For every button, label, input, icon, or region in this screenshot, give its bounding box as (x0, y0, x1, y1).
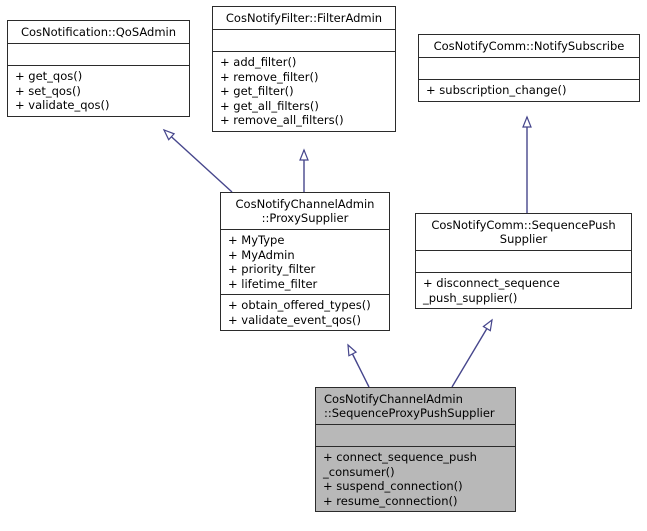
edge-sequenceproxypushsupplier-to-proxysupplier (347, 343, 370, 388)
attribute-item: + lifetime_filter (228, 276, 318, 291)
operation-item: + resume_connection() (323, 493, 458, 508)
operation-item: + get_all_filters() (220, 98, 319, 113)
class-operations-notify-subscribe: + subscription_change() (419, 79, 639, 101)
operation-item: + connect_sequence_push (323, 450, 477, 464)
class-name-proxy-supplier: CosNotifyChannelAdmin ::ProxySupplier (235, 197, 375, 225)
operation-item: _consumer() (323, 464, 395, 479)
attribute-item: + priority_filter (228, 262, 316, 276)
class-box-notify-subscribe[interactable]: CosNotifyComm::NotifySubscribe + subscri… (418, 34, 640, 102)
class-box-sequence-push-supplier[interactable]: CosNotifyComm::SequencePush Supplier + d… (415, 213, 632, 309)
operation-item: + add_filter() (220, 55, 297, 69)
class-operations-qos-admin: + get_qos() + set_qos() + validate_qos() (8, 65, 189, 116)
operation-item: + subscription_change() (426, 83, 567, 97)
operation-item: + get_qos() (15, 69, 83, 83)
class-attributes-notify-subscribe (419, 57, 639, 79)
edge-proxysupplier-to-qosadmin (162, 128, 233, 193)
operation-item: + remove_all_filters() (220, 113, 344, 127)
operation-item: + set_qos() (15, 83, 81, 98)
operation-item: + validate_event_qos() (228, 312, 362, 327)
class-attributes-proxy-supplier: + MyType + MyAdmin + priority_filter + l… (221, 229, 389, 294)
class-box-proxy-supplier[interactable]: CosNotifyChannelAdmin ::ProxySupplier + … (220, 192, 390, 331)
class-name-sequence-push-supplier: CosNotifyComm::SequencePush Supplier (431, 218, 616, 246)
attribute-item: + MyAdmin (228, 247, 295, 262)
class-operations-proxy-supplier: + obtain_offered_types() + validate_even… (221, 294, 389, 330)
class-attributes-filter-admin (213, 29, 395, 51)
class-name-sequence-proxy-push-supplier: CosNotifyChannelAdmin ::SequenceProxyPus… (324, 392, 495, 420)
class-name-filter-admin: CosNotifyFilter::FilterAdmin (225, 11, 383, 25)
operation-item: + suspend_connection() (323, 479, 463, 493)
class-box-filter-admin[interactable]: CosNotifyFilter::FilterAdmin + add_filte… (212, 6, 396, 132)
class-attributes-qos-admin (8, 43, 189, 65)
class-operations-sequence-push-supplier: + disconnect_sequence _push_supplier() (416, 272, 631, 308)
operation-item: + disconnect_sequence (423, 276, 560, 290)
class-box-qos-admin[interactable]: CosNotification::QoSAdmin + get_qos() + … (7, 20, 190, 117)
edge-sequenceproxypushsupplier-to-sequencepushsupplier (451, 318, 493, 388)
operation-item: _push_supplier() (423, 290, 518, 305)
operation-item: + get_filter() (220, 84, 294, 98)
operation-item: + obtain_offered_types() (228, 298, 371, 312)
class-attributes-sequence-proxy-push-supplier (316, 424, 515, 446)
attribute-item: + MyType (228, 233, 285, 247)
class-name-notify-subscribe: CosNotifyComm::NotifySubscribe (433, 39, 625, 53)
operation-item: + validate_qos() (15, 98, 110, 112)
operation-item: + remove_filter() (220, 69, 319, 84)
class-operations-sequence-proxy-push-supplier: + connect_sequence_push _consumer() + su… (316, 446, 515, 511)
class-name-qos-admin: CosNotification::QoSAdmin (20, 25, 177, 39)
class-attributes-sequence-push-supplier (416, 250, 631, 272)
class-operations-filter-admin: + add_filter() + remove_filter() + get_f… (213, 51, 395, 131)
class-box-sequence-proxy-push-supplier[interactable]: CosNotifyChannelAdmin ::SequenceProxyPus… (315, 387, 516, 512)
